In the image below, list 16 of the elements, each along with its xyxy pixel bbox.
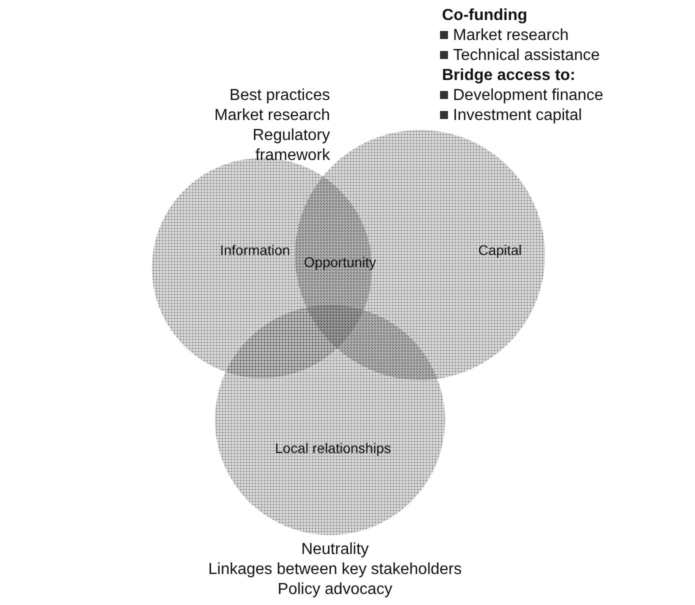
annotation-text: Market research: [214, 107, 330, 124]
annotation-text: Neutrality: [301, 541, 369, 558]
circle-label: Information: [220, 242, 290, 258]
overlap-label: Opportunity: [304, 254, 376, 270]
list-item: Investment capital: [453, 107, 582, 124]
list-heading: Co-funding: [442, 7, 528, 24]
list-item: Development finance: [453, 87, 604, 104]
list-item: Technical assistance: [453, 47, 600, 64]
list-item: Market research: [453, 27, 569, 44]
annotation-text: Policy advocacy: [278, 581, 392, 598]
annotation-text: Linkages between key stakeholders: [208, 561, 462, 578]
annotation-text: Regulatory framework: [252, 127, 330, 164]
circle-label: Capital: [478, 242, 522, 258]
annotation-text: Best practices: [230, 87, 330, 104]
list-heading: Bridge access to:: [442, 67, 576, 84]
circle-label: Local relationships: [275, 440, 391, 456]
